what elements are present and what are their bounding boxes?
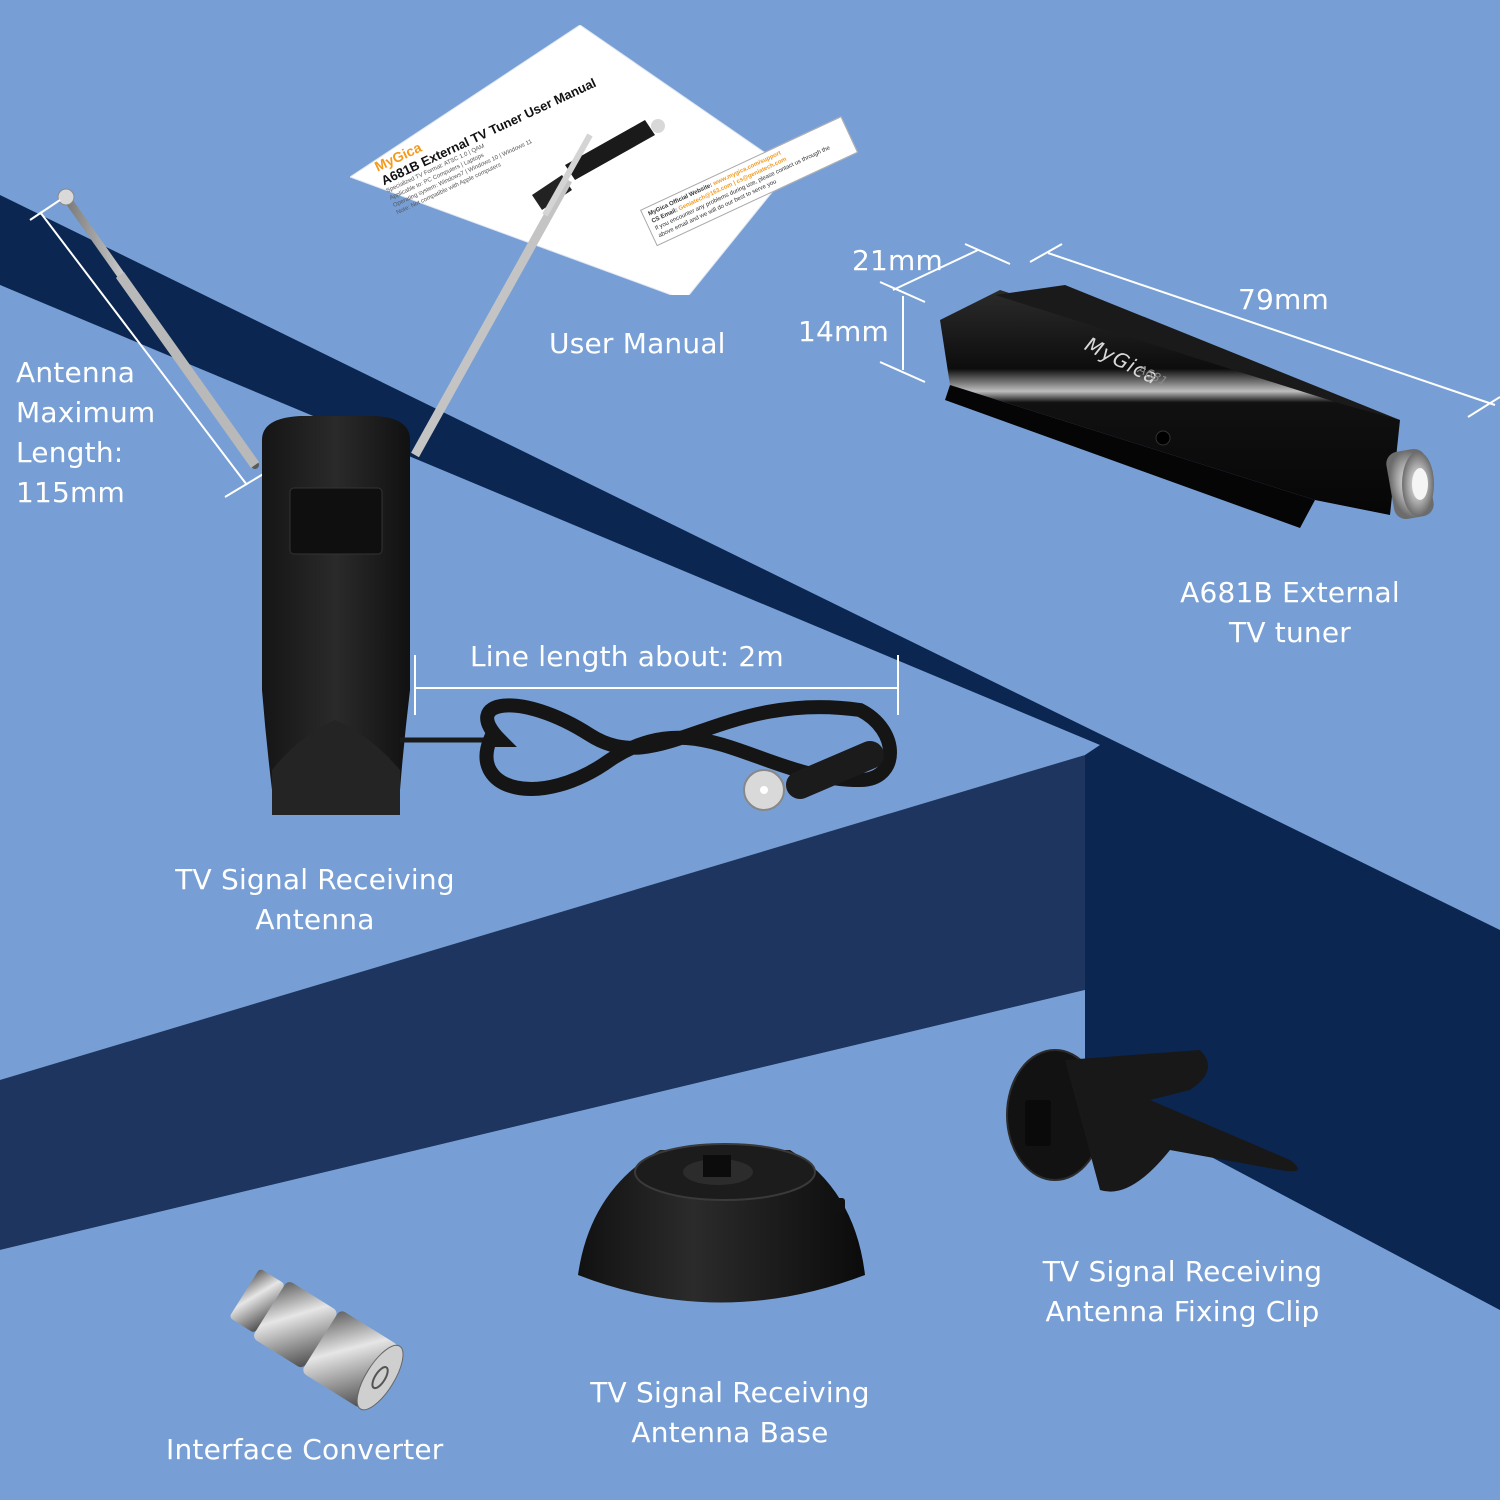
tuner-caption-line: TV tuner (1229, 616, 1351, 649)
antenna-base-caption-line: TV Signal Receiving (590, 1376, 870, 1409)
antenna-base-caption-line: Antenna Base (631, 1416, 829, 1449)
user-manual-caption: User Manual (549, 327, 726, 360)
antenna-length-line: Length: (16, 436, 124, 469)
fixing-clip-caption-line: Antenna Fixing Clip (1045, 1295, 1320, 1328)
antenna-length-label: Antenna Maximum Length: 115mm (16, 353, 155, 513)
antenna-length-line: Antenna (16, 356, 136, 389)
antenna-length-line: Maximum (16, 396, 156, 429)
antenna-caption-line: Antenna (255, 903, 375, 936)
antenna-caption-line: TV Signal Receiving (175, 863, 455, 896)
cable-length-label: Line length about: 2m (470, 640, 784, 673)
tuner-width-label: 21mm (852, 244, 943, 277)
antenna-base-caption: TV Signal Receiving Antenna Base (570, 1373, 890, 1453)
fixing-clip-caption-line: TV Signal Receiving (1042, 1255, 1323, 1288)
interface-converter-graphic (230, 1269, 404, 1411)
antenna-length-value: 115mm (16, 476, 125, 509)
tuner-height-label: 14mm (798, 315, 889, 348)
fixing-clip-caption: TV Signal Receiving Antenna Fixing Clip (1025, 1252, 1340, 1332)
tuner-length-label: 79mm (1238, 283, 1329, 316)
tuner-caption-line: A681B External (1180, 576, 1400, 609)
interface-converter-caption: Interface Converter (166, 1433, 444, 1466)
antenna-caption: TV Signal Receiving Antenna (160, 860, 470, 940)
tuner-caption: A681B External TV tuner (1140, 573, 1440, 653)
